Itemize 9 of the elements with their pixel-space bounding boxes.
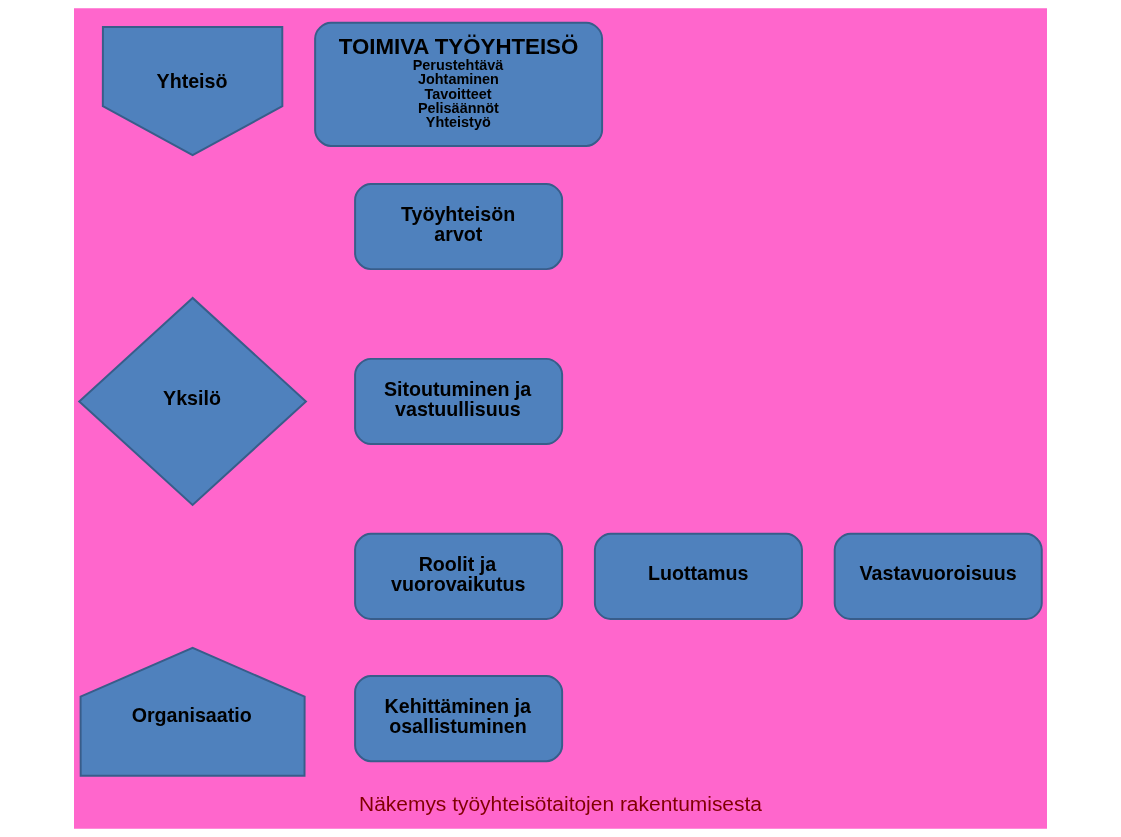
node-box: TOIMIVA TYÖYHTEISÖ Perustehtävä Johtaminen Tavoitteet Pelisäännöt Yhteistyö xyxy=(314,21,604,147)
node-diamond: Yksilö xyxy=(77,296,308,507)
node-box: Työyhteisön arvot xyxy=(354,182,564,271)
node-box: Kehittäminen ja osallistuminen xyxy=(354,675,564,763)
node-box: Luottamus xyxy=(593,532,803,620)
node-box: Vastavuoroisuus xyxy=(833,532,1043,620)
caption: Näkemys työyhteisötaitojen rakentumisesta xyxy=(359,792,762,816)
node-box: Sitoutuminen ja vastuullisuus xyxy=(354,357,564,446)
node-box: Roolit ja vuorovaikutus xyxy=(354,532,564,620)
